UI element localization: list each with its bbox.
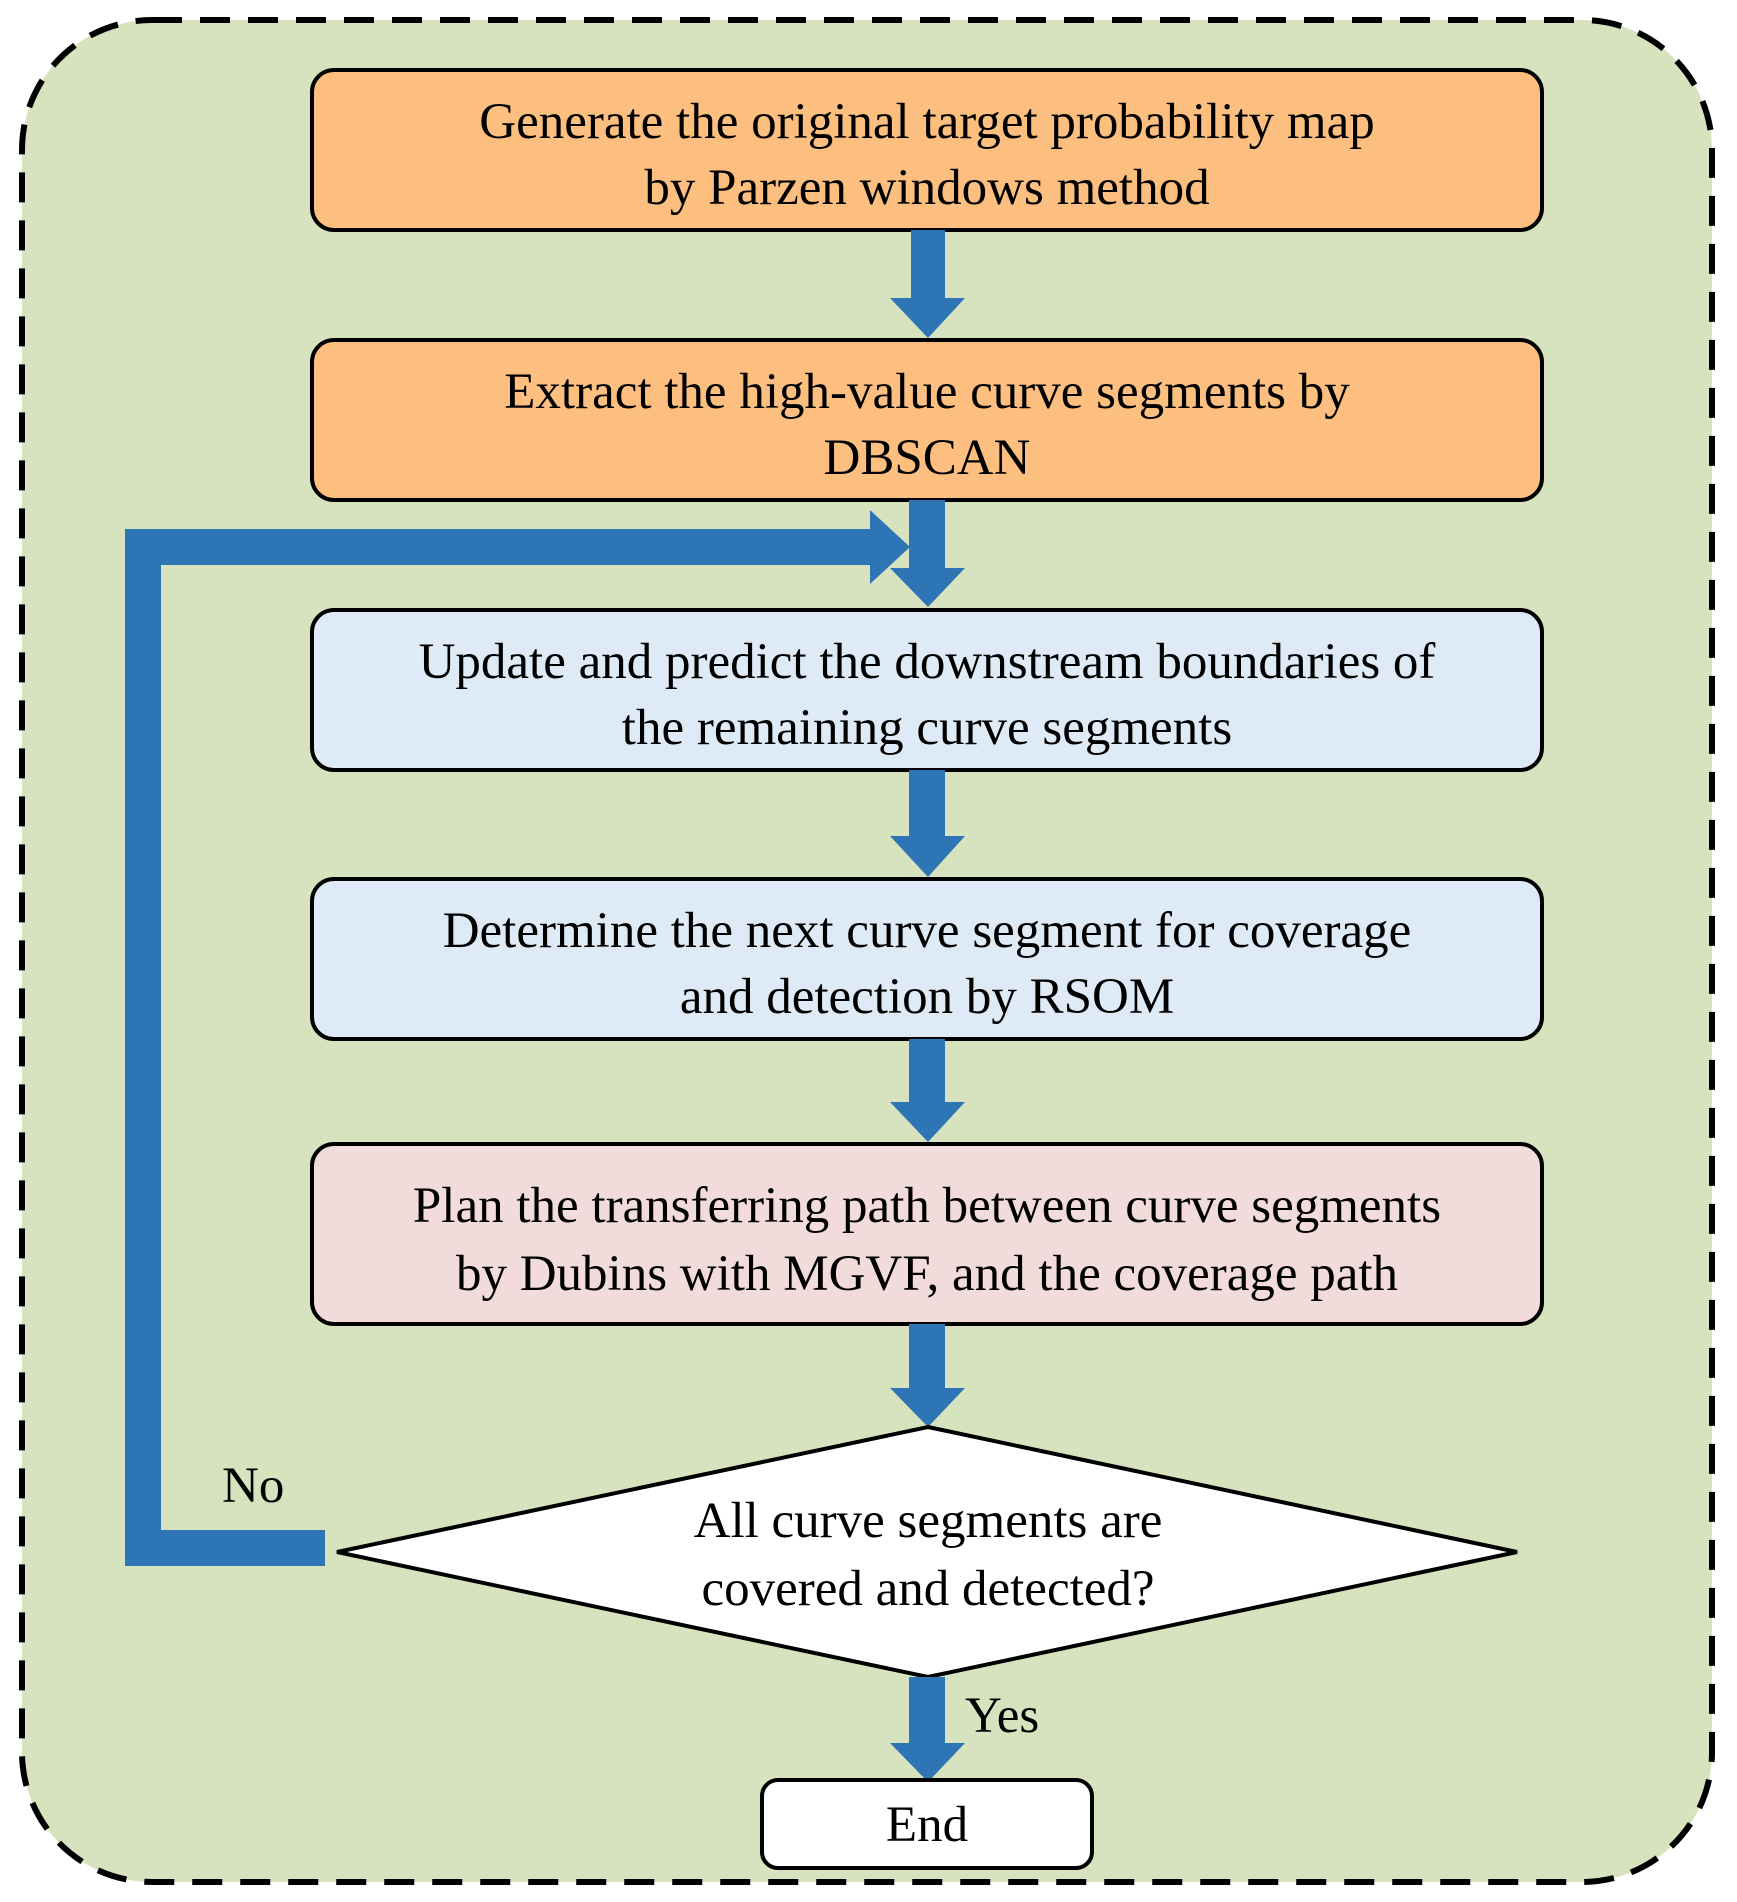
step-box-rsom: Determine the next curve segment for cov…	[310, 877, 1544, 1041]
end-label: End	[886, 1797, 968, 1853]
step-box-dubins: Plan the transferring path between curve…	[310, 1142, 1544, 1326]
no-branch-label: No	[222, 1458, 284, 1514]
step-update-line1: Update and predict the downstream bounda…	[419, 634, 1436, 690]
step-box-parzen: Generate the original target probability…	[310, 68, 1544, 232]
decision-node: All curve segments are covered and detec…	[336, 1424, 1518, 1680]
step-dbscan-line2: DBSCAN	[824, 430, 1031, 486]
step-dubins-line1: Plan the transferring path between curve…	[413, 1178, 1441, 1234]
step-parzen-line2: by Parzen windows method	[644, 160, 1209, 216]
step-update-line2: the remaining curve segments	[622, 700, 1232, 756]
end-box-shape	[760, 1778, 1094, 1870]
arrow-update-to-rsom	[890, 770, 965, 877]
arrow-parzen-to-dbscan	[890, 230, 965, 338]
decision-line2: covered and detected?	[701, 1561, 1154, 1617]
step-box-dbscan: Extract the high-value curve segments by…	[310, 338, 1544, 502]
step-rsom-line1: Determine the next curve segment for cov…	[443, 903, 1412, 959]
step-dubins-line2: by Dubins with MGVF, and the coverage pa…	[456, 1246, 1398, 1302]
step-box-update: Update and predict the downstream bounda…	[310, 608, 1544, 772]
arrow-rsom-to-dubins	[890, 1039, 965, 1142]
arrow-dubins-to-decision	[890, 1324, 965, 1427]
arrow-dbscan-to-update	[890, 500, 965, 607]
end-node: End	[760, 1778, 1094, 1870]
decision-line1: All curve segments are	[694, 1493, 1163, 1549]
step-rsom-line2: and detection by RSOM	[680, 969, 1174, 1025]
step-dbscan-line1: Extract the high-value curve segments by	[504, 364, 1350, 420]
feedback-loop-line	[125, 529, 880, 1566]
arrow-decision-to-end	[890, 1677, 965, 1782]
feedback-loop-arrowhead	[870, 510, 910, 584]
yes-branch-label: Yes	[965, 1688, 1039, 1744]
step-parzen-line1: Generate the original target probability…	[479, 94, 1375, 150]
